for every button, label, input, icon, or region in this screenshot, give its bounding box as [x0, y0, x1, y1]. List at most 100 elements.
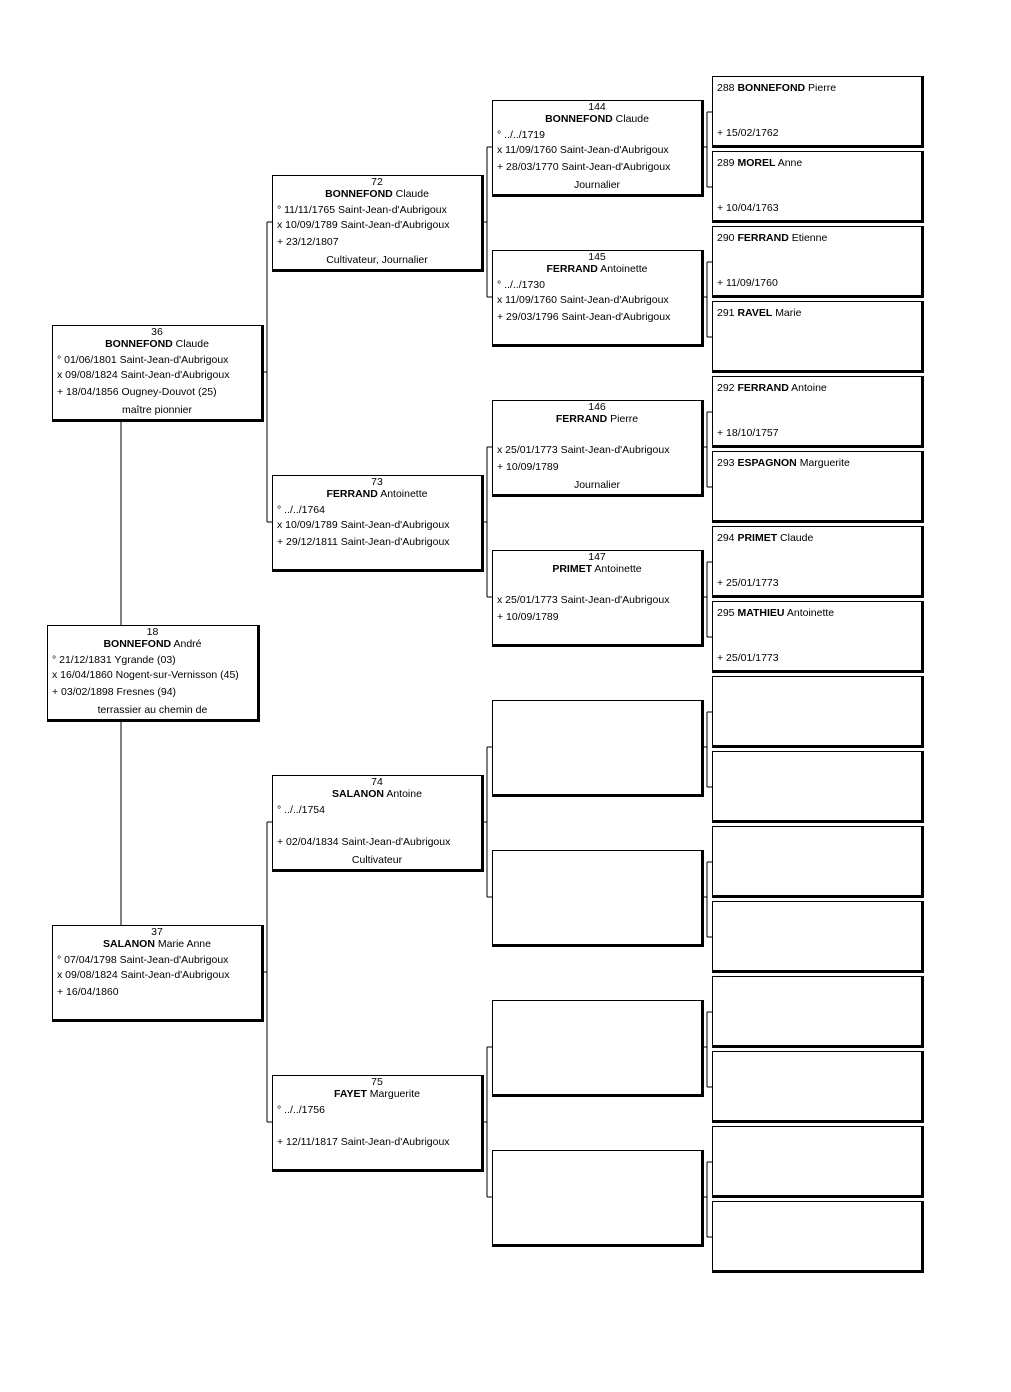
- empty-ancestor-box[interactable]: [712, 751, 924, 823]
- empty-ancestor-box[interactable]: [712, 901, 924, 973]
- marriage-event: x 09/08/1824 Saint-Jean-d'Aubrigoux: [57, 969, 230, 981]
- ancestor-box-290[interactable]: 290 FERRAND Etienne+ 11/09/1760: [712, 226, 924, 298]
- death-event: + 10/09/1789: [497, 461, 559, 473]
- marriage-event: x 16/04/1860 Nogent-sur-Vernisson (45): [52, 669, 239, 681]
- given-name: Marie: [775, 307, 802, 319]
- ancestor-box-294[interactable]: 294 PRIMET Claude+ 25/01/1773: [712, 526, 924, 598]
- death-event: + 29/03/1796 Saint-Jean-d'Aubrigoux: [497, 311, 671, 323]
- surname: ESPAGNON: [737, 457, 797, 469]
- marriage-event: x 10/09/1789 Saint-Jean-d'Aubrigoux: [277, 219, 450, 231]
- birth-event: ° 07/04/1798 Saint-Jean-d'Aubrigoux: [57, 954, 229, 966]
- sosa-number: 292: [717, 382, 735, 394]
- sosa-number: 73: [371, 476, 383, 488]
- occupation: Journalier: [573, 479, 621, 491]
- sosa-number: 147: [588, 551, 606, 563]
- death-event: + 15/02/1762: [717, 127, 779, 139]
- empty-ancestor-box[interactable]: [712, 1201, 924, 1273]
- given-name: Anne: [777, 157, 803, 169]
- person-name: 293 ESPAGNON Marguerite: [717, 456, 850, 471]
- sosa-number: 294: [717, 532, 735, 544]
- person-name: SALANON Antoine: [273, 787, 481, 802]
- sosa-number: 291: [717, 307, 735, 319]
- birth-event: ° ../../1764: [277, 504, 325, 516]
- given-name: Antoinette: [594, 563, 642, 575]
- given-name: Antoine: [791, 382, 827, 394]
- birth-event: ° 01/06/1801 Saint-Jean-d'Aubrigoux: [57, 354, 229, 366]
- person-name: FAYET Marguerite: [273, 1087, 481, 1102]
- empty-ancestor-box[interactable]: [712, 1126, 924, 1198]
- surname: FERRAND: [326, 488, 378, 500]
- given-name: Etienne: [791, 232, 828, 244]
- surname: FERRAND: [737, 232, 789, 244]
- person-name: 295 MATHIEU Antoinette: [717, 606, 834, 621]
- empty-ancestor-box[interactable]: [712, 676, 924, 748]
- sosa-number: 37: [151, 926, 163, 938]
- given-name: Pierre: [610, 413, 639, 425]
- person-name: BONNEFOND Claude: [273, 187, 481, 202]
- empty-ancestor-box[interactable]: [712, 976, 924, 1048]
- occupation: maître pionnier: [121, 404, 193, 416]
- birth-event: ° ../../1730: [497, 279, 545, 291]
- given-name: Claude: [395, 188, 429, 200]
- death-event: + 18/04/1856 Ougney-Douvot (25): [57, 386, 217, 398]
- marriage-event: x 11/09/1760 Saint-Jean-d'Aubrigoux: [497, 144, 669, 156]
- surname: SALANON: [103, 938, 155, 950]
- marriage-event: x 09/08/1824 Saint-Jean-d'Aubrigoux: [57, 369, 230, 381]
- surname: FERRAND: [737, 382, 789, 394]
- given-name: Antoinette: [600, 263, 648, 275]
- given-name: Marguerite: [369, 1088, 420, 1100]
- sosa-number: 75: [371, 1076, 383, 1088]
- sosa-number: 288: [717, 82, 735, 94]
- empty-person-box[interactable]: [492, 1150, 704, 1247]
- surname: SALANON: [332, 788, 384, 800]
- sosa-number: 18: [146, 626, 159, 638]
- surname: MATHIEU: [737, 607, 785, 619]
- surname: PRIMET: [552, 563, 593, 575]
- empty-person-box[interactable]: [492, 850, 704, 947]
- ancestor-box-292[interactable]: 292 FERRAND Antoine+ 18/10/1757: [712, 376, 924, 448]
- empty-person-box[interactable]: [492, 700, 704, 797]
- person-name: FERRAND Antoinette: [273, 487, 481, 502]
- sosa-number: 290: [717, 232, 735, 244]
- birth-event: ° 21/12/1831 Ygrande (03): [52, 654, 176, 666]
- sosa-number: 289: [717, 157, 735, 169]
- birth-event: ° ../../1719: [497, 129, 545, 141]
- occupation: terrassier au chemin de: [97, 704, 208, 716]
- empty-ancestor-box[interactable]: [712, 1051, 924, 1123]
- ancestor-box-288[interactable]: 288 BONNEFOND Pierre + 15/02/1762: [712, 76, 924, 148]
- given-name: Marie Anne: [157, 938, 211, 950]
- person-name: FERRAND Pierre: [493, 412, 701, 427]
- death-event: + 12/11/1817 Saint-Jean-d'Aubrigoux: [277, 1136, 450, 1148]
- ancestor-box-289[interactable]: 289 MOREL Anne+ 10/04/1763: [712, 151, 924, 223]
- ancestor-box-295[interactable]: 295 MATHIEU Antoinette + 25/01/1773: [712, 601, 924, 673]
- death-event: + 25/01/1773: [717, 652, 779, 664]
- death-event: + 03/02/1898 Fresnes (94): [52, 686, 177, 698]
- surname: BONNEFOND: [103, 638, 172, 650]
- surname: BONNEFOND: [325, 188, 393, 200]
- ancestor-box-293[interactable]: 293 ESPAGNON Marguerite: [712, 451, 924, 523]
- sosa-number: 72: [371, 176, 383, 188]
- person-name: 288 BONNEFOND Pierre: [717, 81, 836, 96]
- death-event: + 02/04/1834 Saint-Jean-d'Aubrigoux: [277, 836, 451, 848]
- ancestor-box-291[interactable]: 291 RAVEL Marie: [712, 301, 924, 373]
- death-event: + 25/01/1773: [717, 577, 779, 589]
- empty-ancestor-box[interactable]: [712, 826, 924, 898]
- given-name: Claude: [615, 113, 649, 125]
- surname: RAVEL: [737, 307, 773, 319]
- marriage-event: x 25/01/1773 Saint-Jean-d'Aubrigoux: [497, 444, 670, 456]
- empty-person-box[interactable]: [492, 1000, 704, 1097]
- death-event: + 23/12/1807: [277, 236, 339, 248]
- birth-event: ° ../../1754: [277, 804, 325, 816]
